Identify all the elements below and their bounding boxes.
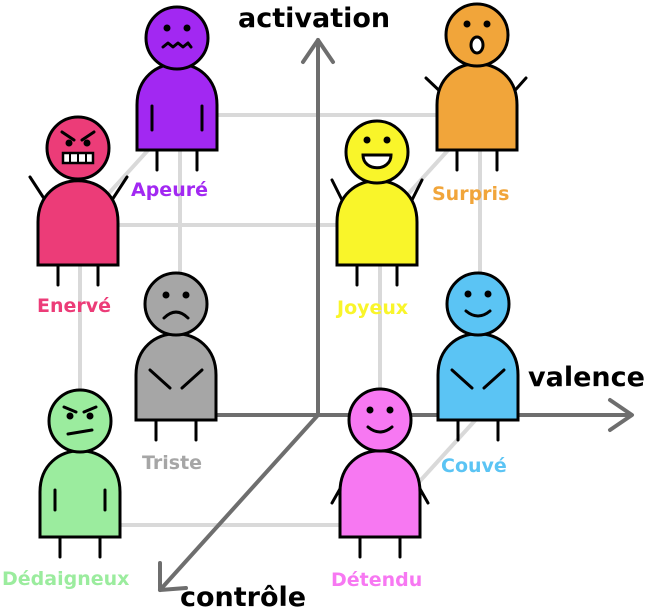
relaxed-figure bbox=[330, 387, 430, 559]
cube-edges bbox=[78, 113, 482, 527]
label-apeure: Apeuré bbox=[131, 179, 208, 201]
smile-face-icon bbox=[445, 271, 511, 337]
surprised-face-icon bbox=[444, 2, 510, 68]
valence-arrowhead bbox=[608, 398, 634, 432]
valence-axis-label: valence bbox=[528, 362, 645, 393]
label-detendu: Détendu bbox=[331, 569, 422, 591]
joyful-figure bbox=[330, 119, 424, 287]
sad-figure bbox=[134, 271, 218, 442]
label-surpris: Surpris bbox=[432, 183, 509, 205]
label-joyeux: Joyeux bbox=[335, 297, 408, 319]
disdainful-figure bbox=[38, 388, 122, 559]
cherished-figure bbox=[436, 271, 520, 442]
label-enerve: Enervé bbox=[37, 295, 111, 317]
activation-axis-label: activation bbox=[238, 3, 390, 34]
sad-face-icon bbox=[143, 271, 209, 337]
joyful-face-icon bbox=[344, 119, 410, 185]
afraid-face-icon bbox=[144, 5, 210, 71]
controle-axis-label: contrôle bbox=[180, 582, 306, 610]
relaxed-face-icon bbox=[347, 387, 413, 453]
angry-figure bbox=[28, 115, 129, 287]
activation-arrowhead bbox=[301, 38, 335, 64]
label-triste: Triste bbox=[142, 452, 202, 474]
controle-arrowhead bbox=[158, 561, 188, 592]
label-couve: Couvé bbox=[441, 455, 507, 477]
label-dedaigneux: Dédaigneux bbox=[2, 568, 129, 590]
angry-face-icon bbox=[45, 115, 111, 181]
disdain-face-icon bbox=[47, 388, 113, 454]
surprised-figure bbox=[424, 2, 528, 172]
controle-axis bbox=[158, 413, 320, 592]
afraid-figure bbox=[135, 5, 219, 172]
